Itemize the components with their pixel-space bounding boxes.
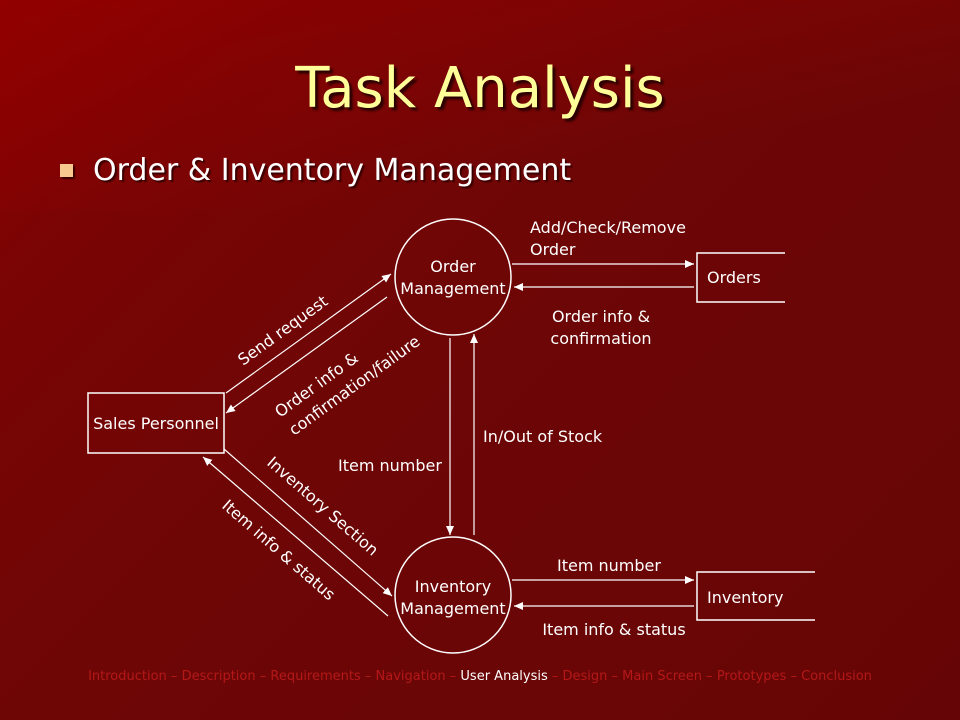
footer-link-design[interactable]: Design xyxy=(562,669,608,684)
footer-link-main-screen[interactable]: Main Screen xyxy=(622,669,703,684)
slide-title: Task Analysis xyxy=(295,56,665,121)
orders-store-node xyxy=(696,252,785,303)
sales-personnel-node xyxy=(87,392,225,454)
order-management-node xyxy=(394,218,512,336)
footer-link-introduction[interactable]: Introduction xyxy=(88,669,167,684)
item-number-right-label: Item number xyxy=(557,556,661,575)
send-request-label: Send request xyxy=(234,291,331,369)
sales-personnel-label: Sales Personnel xyxy=(93,414,219,433)
footer-separator: – xyxy=(547,669,563,684)
order-info-confirmation-label-1: Order info & xyxy=(552,307,650,326)
bullet-item: Order & Inventory Management xyxy=(60,150,571,190)
footer-link-navigation[interactable]: Navigation xyxy=(375,669,446,684)
footer-link-conclusion[interactable]: Conclusion xyxy=(801,669,872,684)
inventory-management-label-2: Management xyxy=(400,599,505,618)
footer-separator: – xyxy=(445,669,461,684)
footer-separator: – xyxy=(702,669,717,684)
orders-store-label: Orders xyxy=(707,268,761,287)
footer-separator: – xyxy=(607,669,623,684)
footer-link-user-analysis[interactable]: User Analysis xyxy=(460,669,548,684)
arrow-item-info-to-sales xyxy=(202,456,389,617)
footer-separator: – xyxy=(786,669,802,684)
arrow-inventory-section xyxy=(223,448,393,597)
footer-link-description[interactable]: Description xyxy=(181,669,256,684)
square-bullet-icon xyxy=(60,163,73,177)
footer-separator: – xyxy=(166,669,182,684)
inventory-store-node xyxy=(696,571,815,621)
item-number-left-label: Item number xyxy=(338,456,442,475)
order-info-confirmation-label-2: confirmation xyxy=(550,329,651,348)
arrow-send-request xyxy=(225,273,392,394)
inventory-store-label: Inventory xyxy=(707,588,783,607)
order-management-label-1: Order xyxy=(430,257,476,276)
in-out-stock-label: In/Out of Stock xyxy=(483,427,603,446)
add-check-remove-label-2: Order xyxy=(530,240,576,259)
footer-link-requirements[interactable]: Requirements xyxy=(270,669,361,684)
footer-separator: – xyxy=(255,669,271,684)
inventory-management-label-1: Inventory xyxy=(415,577,491,596)
footer-separator: – xyxy=(360,669,376,684)
inventory-management-node xyxy=(394,536,512,654)
order-management-label-2: Management xyxy=(400,279,505,298)
add-check-remove-label-1: Add/Check/Remove xyxy=(530,218,686,237)
footer-link-prototypes[interactable]: Prototypes xyxy=(716,669,787,684)
arrow-order-info-to-sales xyxy=(225,296,388,414)
footer-navigation: Introduction – Description – Requirement… xyxy=(0,669,960,684)
item-info-status-right-label: Item info & status xyxy=(542,620,685,639)
bullet-text: Order & Inventory Management xyxy=(93,152,572,188)
